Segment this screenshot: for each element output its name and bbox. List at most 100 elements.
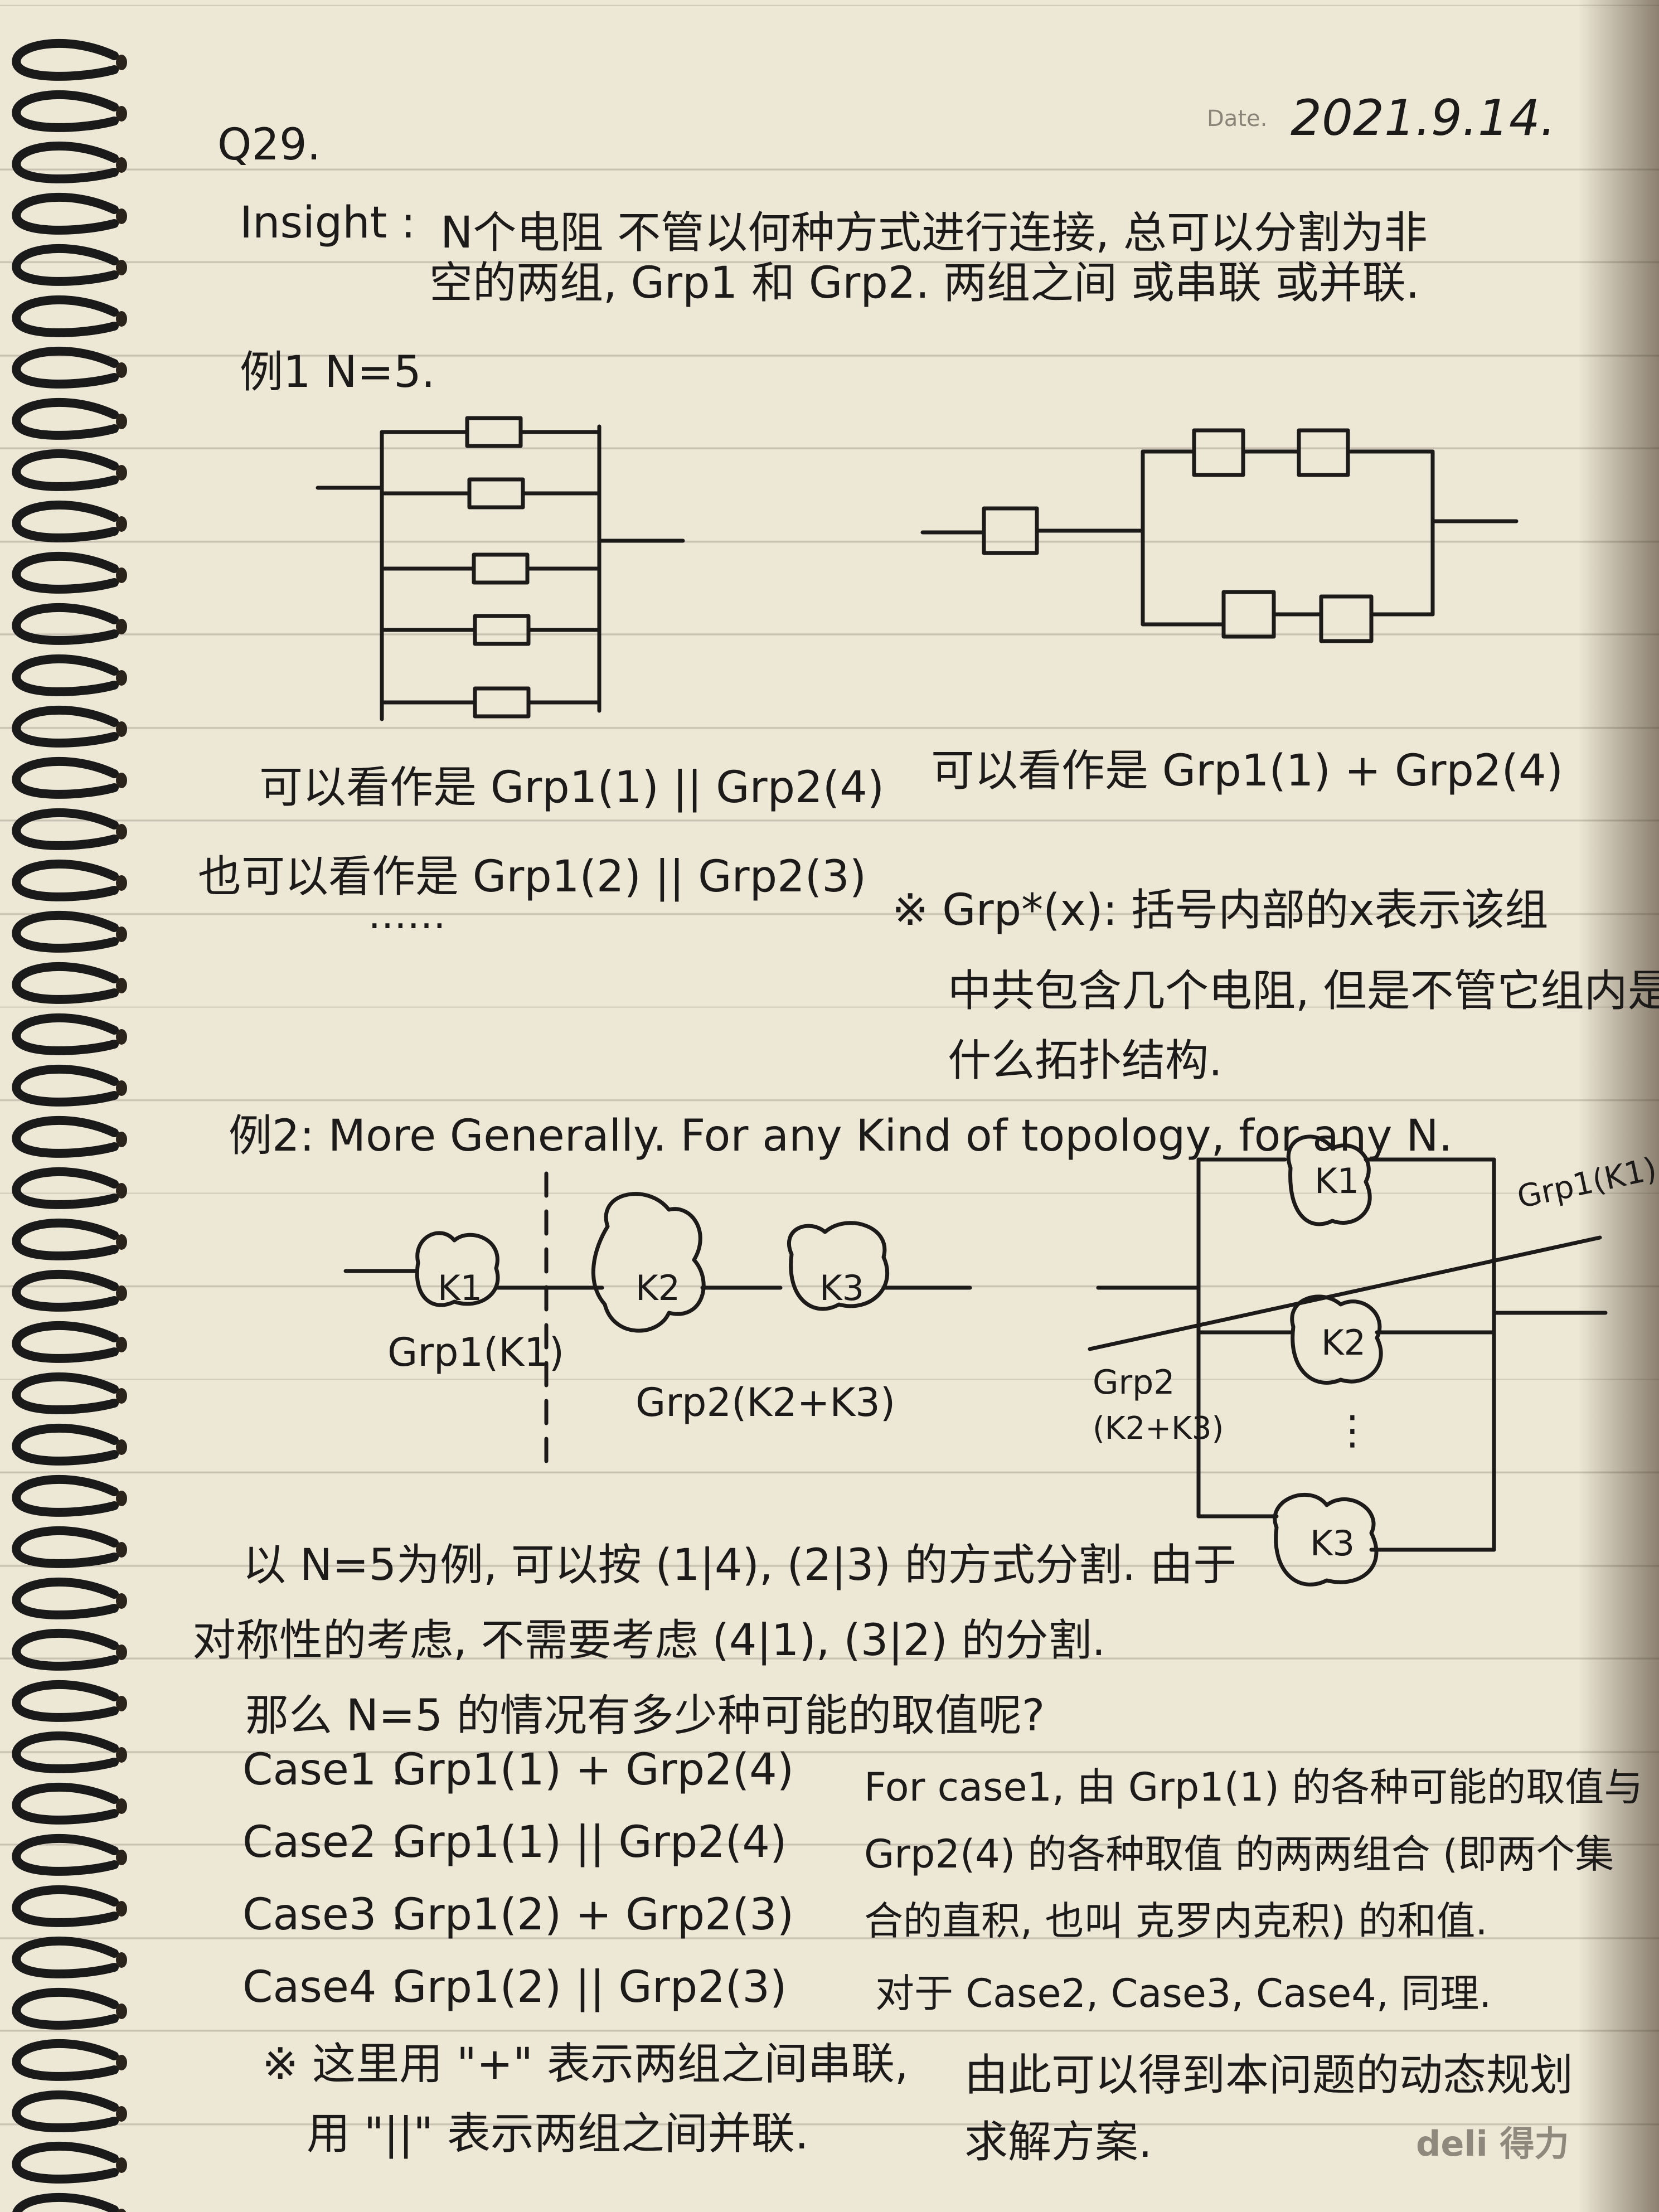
binding-hole (116, 1798, 127, 1814)
note-line-3: 什么拓扑结构. (948, 1036, 1223, 1086)
case-1-name: Case1 : (242, 1745, 405, 1795)
binding-hole (117, 2209, 127, 2212)
note-line-2: 中共包含几个电阻, 但是不管它组内是 (948, 966, 1659, 1016)
spiral-ring (12, 192, 119, 235)
series-parallel-circuit-diagram (920, 428, 1519, 643)
case-4-expr: Grp1(2) || Grp2(3) (393, 1962, 787, 2012)
binding-hole (116, 465, 127, 481)
spiral-ring (12, 1269, 119, 1312)
binding-hole (116, 1439, 127, 1455)
grp2-label: Grp2(K2+K3) (636, 1380, 896, 1425)
spiral-ring (12, 38, 119, 81)
binding-hole (116, 2004, 127, 2019)
binding-hole (116, 1080, 127, 1096)
binding-hole (116, 567, 127, 583)
spiral-ring (12, 1885, 119, 1927)
brand-logo: deli 得力 (1416, 2123, 1569, 2164)
binding-hole (116, 516, 127, 532)
spiral-ring (12, 1628, 119, 1671)
spiral-ring (12, 859, 119, 901)
analysis-line-1: 以 N=5为例, 可以按 (1|4), (2|3) 的方式分割. 由于 (242, 1540, 1237, 1590)
example1-left-caption-2: 也可以看作是 Grp1(2) || Grp2(3) (198, 852, 867, 902)
conclusion-line-1: 由此可以得到本问题的动态规划 (964, 2050, 1574, 2101)
conclusion-line-2: 求解方案. (964, 2117, 1152, 2167)
binding-hole (116, 1747, 127, 1763)
binding-hole (116, 619, 127, 634)
binding-hole (116, 2055, 127, 2070)
insight-line-2: 空的两组, Grp1 和 Grp2. 两组之间 或串联 或并联. (429, 258, 1420, 308)
binding-hole (116, 311, 127, 327)
spiral-ring (12, 2192, 119, 2212)
example1-title: 例1 N=5. (240, 347, 435, 397)
case-3-expr: Grp1(2) + Grp2(3) (393, 1890, 794, 1940)
example1-right-caption: 可以看作是 Grp1(1) + Grp2(4) (931, 746, 1564, 796)
spiral-ring (12, 244, 119, 286)
binding-hole (116, 875, 127, 891)
spiral-ring (12, 1115, 119, 1158)
question-number: Q29. (217, 120, 321, 170)
binding-hole (116, 55, 127, 70)
explain-line-3: 合的直积, 也叫 克罗内克积) 的和值. (864, 1898, 1488, 1944)
spiral-ring (12, 1833, 119, 1876)
spiral-ring (12, 1680, 119, 1722)
binding-hole (116, 1183, 127, 1199)
spiral-ring (12, 808, 119, 850)
spiral-ring (12, 756, 119, 799)
spiral-ring (12, 2090, 119, 2132)
binding-hole (116, 926, 127, 942)
spiral-ring (12, 141, 119, 183)
spiral-ring (12, 1218, 119, 1260)
k2-blob (591, 1192, 706, 1333)
example1-ellipsis: …… (368, 892, 446, 938)
date-label: Date. (1207, 106, 1268, 132)
spiral-ring (12, 1321, 119, 1363)
binding-hole (116, 106, 127, 122)
k1-label: K1 (438, 1268, 482, 1308)
footer-note-line-1: ※ 这里用 "+" 表示两组之间串联, (262, 2039, 909, 2089)
right-grp2-label-2: (K2+K3) (1093, 1410, 1224, 1447)
spiral-binding (12, 38, 127, 2212)
k3-label: K3 (819, 1268, 864, 1308)
spiral-ring (12, 962, 119, 1004)
spiral-ring (12, 551, 119, 594)
k3-blob (787, 1221, 889, 1311)
spiral-ring (12, 1013, 119, 1055)
k1-parallel-blob (1286, 1134, 1372, 1226)
binding-hole (116, 157, 127, 173)
case-1-expr: Grp1(1) + Grp2(4) (393, 1745, 794, 1795)
spiral-ring (12, 1526, 119, 1568)
binding-hole (116, 721, 127, 737)
spiral-ring (12, 500, 119, 542)
spiral-ring (12, 1064, 119, 1107)
spiral-ring (12, 2141, 119, 2184)
spiral-ring (12, 1731, 119, 1773)
spiral-ring (12, 705, 119, 748)
explain-line-4: 对于 Case2, Case3, Case4, 同理. (875, 1971, 1492, 2016)
binding-hole (116, 1388, 127, 1404)
generic-parallel-diagram: K1 K2 K3 ⋮ (1088, 1134, 1608, 1587)
spiral-ring (12, 1577, 119, 1619)
spiral-ring (12, 90, 119, 132)
spiral-ring (12, 2039, 119, 2081)
case-2-name: Case2 : (242, 1817, 405, 1867)
spiral-ring (12, 603, 119, 645)
k3-parallel-blob (1273, 1493, 1379, 1587)
parallel-circuit-diagram (316, 416, 685, 721)
binding-hole (116, 1234, 127, 1250)
spiral-ring (12, 1372, 119, 1414)
explain-line-2: Grp2(4) 的各种取值 的两两组合 (即两个集 (864, 1831, 1614, 1877)
insight-label: Insight : (240, 198, 416, 248)
right-grp2-label-1: Grp2 (1093, 1363, 1175, 1402)
binding-hole (116, 260, 127, 275)
spiral-ring (12, 1423, 119, 1466)
generic-series-diagram: K1 K2 K3 (343, 1171, 972, 1474)
k2-label: K2 (636, 1268, 680, 1308)
spiral-ring (12, 346, 119, 389)
case-4-name: Case4 : (242, 1962, 405, 2012)
binding-hole (116, 1132, 127, 1147)
binding-hole (116, 2157, 127, 2173)
spiral-ring (12, 910, 119, 953)
analysis-question: 那么 N=5 的情况有多少种可能的取值呢? (245, 1691, 1045, 1741)
k1-blob (415, 1231, 500, 1307)
